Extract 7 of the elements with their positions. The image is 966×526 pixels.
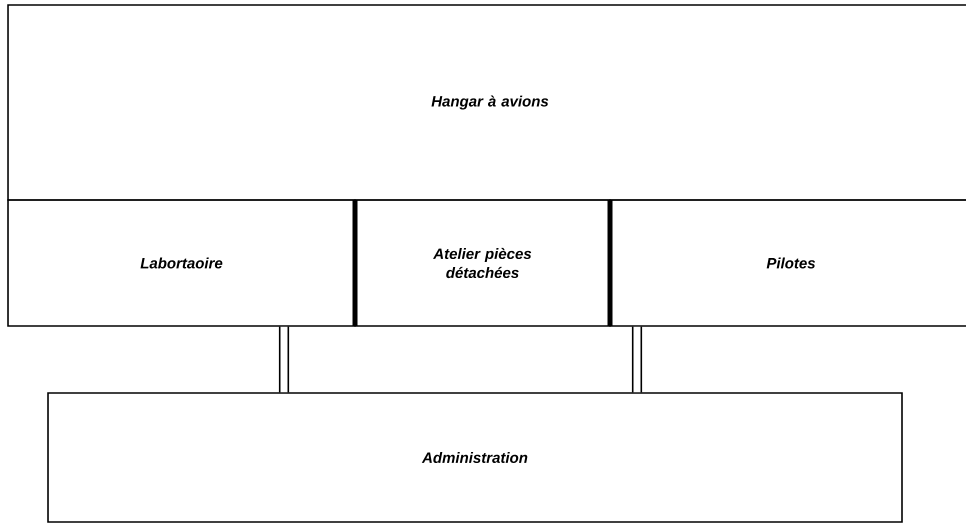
room-box: Administration xyxy=(47,392,903,523)
room-box: Hangar à avions xyxy=(7,4,966,201)
room-box: Pilotes xyxy=(609,199,966,327)
room-box: Atelier pièces détachées xyxy=(354,199,611,327)
corridor xyxy=(632,326,642,392)
corridor xyxy=(278,326,290,392)
room-box: Labortaoire xyxy=(7,199,356,327)
